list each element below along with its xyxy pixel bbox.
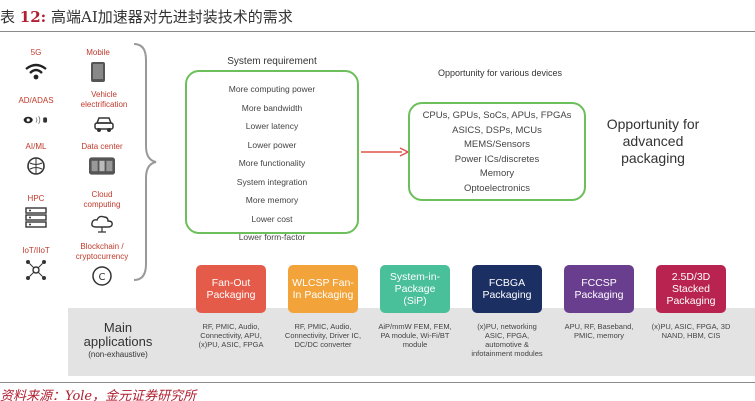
wifi-icon	[23, 61, 49, 83]
network-icon	[23, 259, 49, 281]
market-label: 5G	[30, 48, 42, 57]
market-label: Mobile	[86, 48, 110, 57]
requirement-item: More functionality	[238, 158, 306, 168]
package-fan-out: Fan-Out Packaging	[196, 265, 266, 313]
radar-icon	[23, 109, 49, 131]
market-vehicle-electrification: Vehicle electrification	[74, 90, 134, 135]
server-rack-icon	[23, 207, 49, 229]
device-item: MEMS/Sensors	[464, 139, 530, 150]
system-requirement-title: System requirement	[227, 56, 317, 67]
coin-icon: C	[89, 265, 115, 287]
market-label: Data center	[81, 142, 123, 151]
smartphone-icon	[85, 61, 111, 83]
market-label: HPC	[27, 194, 45, 203]
requirement-item: More memory	[245, 195, 299, 205]
package-sip: System-in-Package (SiP)	[380, 265, 450, 313]
figure-title: 表 12: 高端AI加速器对先进封装技术的需求	[0, 6, 755, 28]
svg-text:C: C	[99, 272, 106, 283]
device-item: ASICS, DSPs, MCUs	[452, 124, 542, 136]
market-ai-ml: AI/ML	[6, 142, 66, 177]
market-label: Blockchain / cryptocurrency	[75, 242, 129, 261]
advanced-packaging-label: Opportunity for advanced packaging	[606, 116, 700, 166]
market-blockchain: Blockchain / cryptocurrency C	[72, 242, 132, 287]
device-item: Optoelectronics	[463, 182, 530, 194]
package-fcbga: FCBGA Packaging	[472, 265, 542, 313]
system-requirement-box: More computing power More bandwidth Lowe…	[185, 70, 359, 242]
package-2-5d-3d: 2.5D/3D Stacked Packaging	[656, 265, 726, 313]
figure-title-text: 高端AI加速器对先进封装技术的需求	[51, 8, 293, 26]
figure-label-prefix: 表	[0, 8, 16, 26]
figure-label-number: 12:	[19, 8, 47, 26]
grouping-brace	[133, 43, 157, 281]
requirement-item: Lower power	[247, 139, 297, 150]
market-cloud-computing: Cloud computing	[72, 190, 132, 235]
requirement-item: More computing power	[228, 84, 316, 94]
market-label: Vehicle electrification	[80, 90, 128, 109]
market-data-center: Data center	[72, 142, 132, 177]
requirement-item: More bandwidth	[241, 102, 303, 113]
package-applications: RF, PMIC, Audio, Connectivity, APU, (x)P…	[198, 322, 264, 349]
market-iot: IoT/IIoT	[6, 246, 66, 281]
requirement-item: Lower latency	[245, 121, 299, 131]
package-applications: RF, PMIC, Audio, Connectivity, Driver IC…	[284, 322, 362, 349]
opportunity-devices-box: CPUs, GPUs, SoCs, APUs, FPGAs ASICS, DSP…	[408, 102, 586, 201]
figure-source: 资料来源：Yole，金元证券研究所	[0, 389, 197, 401]
market-label: AI/ML	[25, 142, 47, 151]
market-hpc: HPC	[6, 194, 66, 229]
system-requirement-list: More computing power More bandwidth Lowe…	[187, 72, 357, 247]
bottom-rule	[0, 382, 755, 383]
package-applications: APU, RF, Baseband, PMIC, memory	[564, 322, 634, 340]
device-item: CPUs, GPUs, SoCs, APUs, FPGAs	[422, 110, 572, 121]
device-item: Memory	[479, 168, 515, 179]
requirement-item: Lower form-factor	[238, 232, 306, 242]
market-5g: 5G	[6, 48, 66, 83]
applications-heading: Main applications	[83, 320, 153, 349]
package-applications: (x)PU, networking ASIC, FPGA, automotive…	[471, 322, 543, 358]
market-ad-adas: AD/ADAS	[6, 96, 66, 131]
device-list: CPUs, GPUs, SoCs, APUs, FPGAs ASICS, DSP…	[410, 104, 584, 196]
package-applications: AiP/mmW FEM, FEM, PA module, Wi-Fi/BT mo…	[378, 322, 452, 349]
market-label: IoT/IIoT	[22, 246, 50, 255]
right-arrow-icon	[361, 147, 410, 157]
top-rule	[0, 31, 755, 32]
cloud-icon	[89, 213, 115, 235]
requirement-item: Lower cost	[251, 213, 293, 224]
applications-subheading: (non-exhaustive)	[88, 350, 148, 359]
package-applications: (x)PU, ASIC, FPGA, 3D NAND, HBM, CIS	[651, 322, 731, 340]
server-room-icon	[89, 155, 115, 177]
applications-band	[68, 308, 755, 376]
device-item: Power ICs/discretes	[454, 153, 540, 165]
market-label: Cloud computing	[83, 190, 121, 209]
market-label: AD/ADAS	[18, 96, 54, 105]
package-fccsp: FCCSP Packaging	[564, 265, 634, 313]
market-mobile: Mobile	[68, 48, 128, 83]
car-icon	[91, 113, 117, 135]
requirement-item: System integration	[236, 176, 308, 187]
package-wlcsp: WLCSP Fan-In Packaging	[288, 265, 358, 313]
opportunity-devices-title: Opportunity for various devices	[437, 68, 563, 78]
brain-icon	[23, 155, 49, 177]
